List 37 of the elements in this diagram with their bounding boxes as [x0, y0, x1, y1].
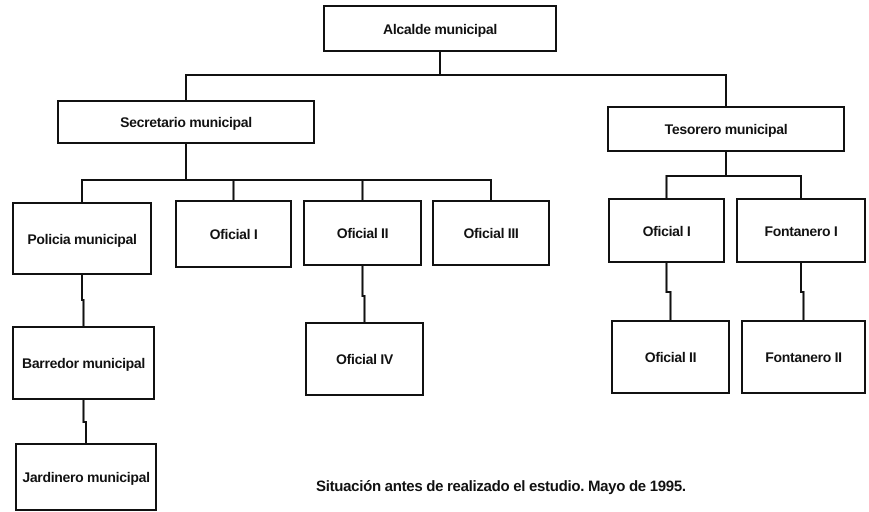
position-title: Oficial IV — [336, 350, 393, 369]
position-title: Alcalde municipal — [383, 20, 497, 38]
position-box — [741, 320, 866, 394]
position-box — [303, 200, 422, 266]
position-box — [736, 198, 866, 263]
position-title: Fontanero I — [764, 222, 838, 240]
caption: Situación antes de realizado el estudio. Mayo de 1995. — [316, 478, 686, 495]
position-box — [608, 198, 725, 263]
connector-line — [666, 263, 672, 320]
position-box — [305, 322, 424, 396]
connector-line — [362, 266, 366, 322]
position-box — [175, 200, 292, 268]
position-title: Oficial I — [210, 225, 258, 244]
connector-line — [800, 263, 804, 320]
position-box — [607, 106, 845, 152]
position-title: Tesorero municipal — [664, 120, 788, 139]
position-box — [12, 202, 152, 275]
connector-line — [725, 152, 802, 198]
position-title: Oficial III — [463, 224, 519, 243]
position-box — [432, 200, 550, 266]
connector-line — [82, 400, 87, 443]
position-title: Secretario municipal — [120, 113, 252, 132]
position-box — [611, 320, 730, 394]
position-title: Oficial I — [642, 222, 690, 240]
position-title: Oficial II — [336, 224, 388, 243]
position-box — [323, 5, 557, 52]
connector-line — [81, 275, 84, 326]
connector-line — [185, 144, 492, 200]
position-title: Oficial II — [644, 348, 696, 367]
position-box — [12, 326, 155, 400]
position-title: Barredor municipal — [22, 354, 145, 373]
position-box — [57, 100, 315, 144]
position-box — [15, 443, 157, 511]
connector-line — [439, 52, 727, 106]
position-title: Policia municipal — [27, 230, 137, 248]
position-title: Jardinero municipal — [22, 468, 150, 487]
position-title: Fontanero II — [765, 348, 842, 367]
